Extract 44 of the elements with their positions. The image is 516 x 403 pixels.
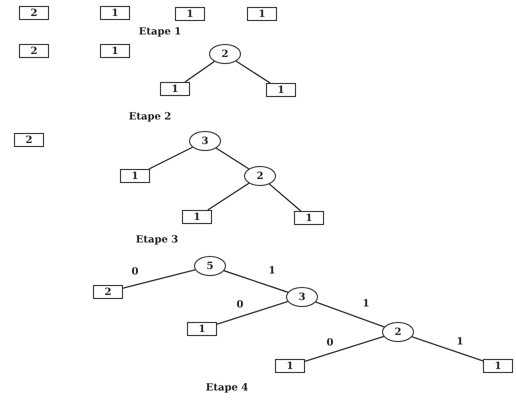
connector-line [184, 60, 215, 82]
leaf-box: 1 [187, 322, 217, 336]
tree-node-circle: 2 [244, 166, 276, 186]
connector-line [207, 182, 250, 210]
leaf-box: 1 [483, 359, 513, 373]
connector-line [122, 269, 196, 289]
connector-line [224, 270, 288, 293]
connector-line [216, 300, 288, 325]
edge-label: 0 [326, 338, 334, 348]
step-caption: Etape 2 [128, 112, 172, 122]
leaf-box: 1 [247, 7, 277, 21]
edge-label: 0 [132, 266, 138, 278]
leaf-box: 1 [182, 210, 212, 224]
connector-line [236, 60, 270, 84]
leaf-box: 2 [14, 133, 44, 147]
tree-node-circle: 2 [382, 322, 414, 342]
connector-line [216, 148, 250, 170]
leaf-box: 1 [160, 82, 190, 96]
leaf-box: 2 [93, 285, 123, 299]
step-caption: Etape 3 [136, 234, 178, 246]
leaf-box: 1 [100, 6, 130, 20]
connector-line [148, 146, 193, 170]
edge-label: 1 [456, 336, 464, 348]
connector-line [304, 336, 384, 362]
tree-node-circle: 3 [286, 287, 318, 307]
leaf-box: 1 [275, 359, 305, 373]
leaf-box: 2 [19, 44, 49, 58]
edge-label: 1 [362, 298, 370, 310]
leaf-box: 1 [266, 83, 296, 97]
leaf-box: 1 [100, 44, 130, 58]
leaf-box: 1 [175, 7, 205, 21]
leaf-box: 1 [120, 169, 150, 183]
tree-node-circle: 5 [194, 256, 226, 276]
leaf-box: 2 [19, 6, 49, 20]
tree-node-circle: 3 [189, 131, 221, 151]
step-caption: Etape 4 [206, 382, 248, 394]
connector-line [412, 336, 484, 362]
connector-line [269, 184, 302, 212]
edge-label: 1 [268, 266, 276, 276]
step-caption: Etape 1 [138, 26, 182, 38]
edge-label: 0 [236, 300, 244, 310]
tree-node-circle: 2 [209, 44, 241, 64]
leaf-box: 1 [294, 211, 324, 225]
connector-line [316, 301, 384, 328]
